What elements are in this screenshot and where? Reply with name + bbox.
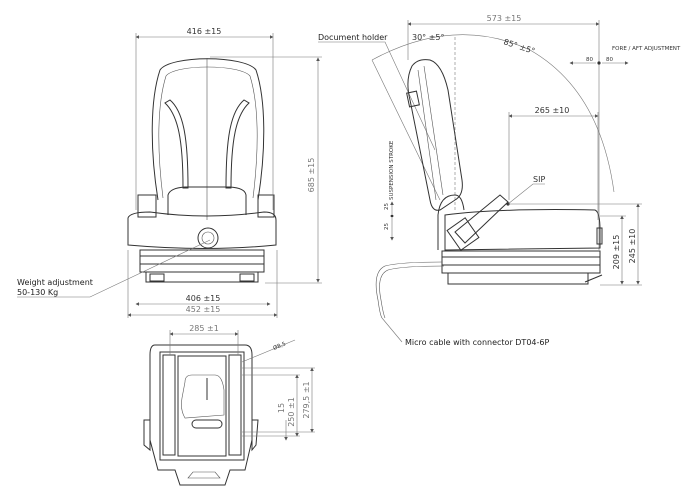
suspension-up: 25 (384, 203, 390, 210)
weight-adjustment-label: Weight adjustment (17, 278, 93, 287)
top-dim-250: 250 ±1 (287, 397, 296, 427)
sip-label: SIP (533, 175, 545, 184)
recline-arc (371, 34, 615, 193)
dim-seat-height: 209 ±15 (612, 235, 621, 270)
side-view: 573 ±15 30° ±5° 85° ±5° Document holder … (318, 14, 681, 347)
weight-adjustment-knob[interactable] (197, 227, 219, 249)
top-dim-15: 15 (277, 403, 286, 413)
top-dim-hole: Ø8,5 (272, 340, 287, 352)
angle-forward: 30° ±5° (412, 33, 445, 42)
dim-height: 685 ±15 (307, 158, 316, 193)
micro-cable (375, 261, 443, 319)
backrest-rib-right (225, 99, 250, 189)
fore-aft-label: FORE / AFT ADJUSTMENT (612, 46, 681, 52)
seat-cushion (127, 211, 277, 249)
backrest-outline (151, 58, 265, 201)
suspension-down: 25 (384, 223, 390, 230)
fore-aft-right: 80 (606, 57, 613, 63)
dim-width-overall: 452 ±15 (186, 305, 221, 314)
side-armrest (454, 194, 509, 244)
top-outline (149, 344, 253, 486)
backrest-rib-left (164, 99, 189, 189)
side-seat-cushion (444, 209, 601, 251)
cable-label: Micro cable with connector DT04-6P (405, 338, 549, 347)
front-view: 416 ±15 685 ±15 406 ±15 452 ±15 Weight a… (17, 27, 322, 318)
suspension-stroke-label: SUSPENSION STROKE (389, 140, 395, 200)
dim-sip-depth: 265 ±10 (535, 106, 570, 115)
weight-range-label: 50-130 Kg (17, 288, 58, 297)
top-dim-279: 279,5 ±1 (302, 381, 311, 418)
side-suspension-base (441, 250, 601, 274)
angle-back: 85° ±5° (502, 37, 536, 56)
document-holder-label: Document holder (318, 33, 388, 42)
top-dim-width: 285 ±1 (189, 324, 219, 333)
dim-sip-height: 245 ±10 (628, 229, 637, 264)
fore-aft-left: 80 (586, 57, 593, 63)
side-backrest (407, 59, 463, 211)
dim-length: 573 ±15 (487, 14, 522, 23)
dim-width-base: 406 ±15 (186, 294, 221, 303)
suspension-base (139, 249, 265, 273)
dim-width-top: 416 ±15 (187, 27, 222, 36)
top-view: 285 ±1 Ø8,5 15 250 ±1 279,5 ±1 (143, 324, 315, 486)
